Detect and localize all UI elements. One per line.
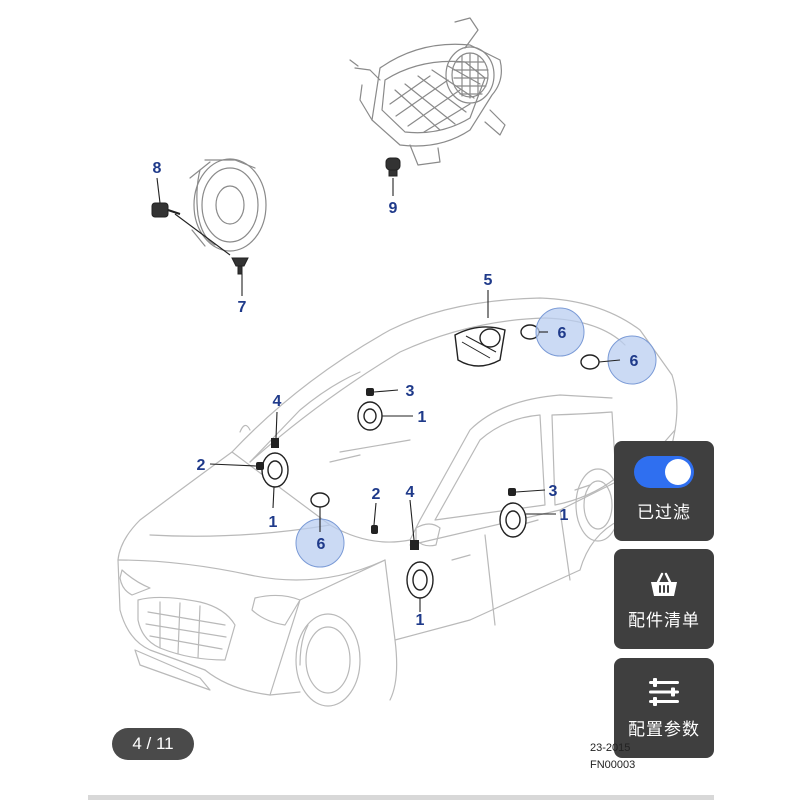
subwoofer-on-car [454, 326, 506, 367]
callout-2[interactable]: 2 [197, 457, 206, 474]
shopping-basket-icon [651, 572, 677, 596]
config-params-label: 配置参数 [628, 720, 700, 740]
toggle-knob [665, 459, 691, 485]
screw-part-3a [366, 388, 374, 396]
callout-7[interactable]: 7 [238, 299, 247, 316]
bottom-scroll-bar[interactable] [88, 795, 714, 800]
filter-label: 已过滤 [637, 503, 691, 523]
clip-part-4a [271, 438, 279, 448]
page-indicator-text: 4 / 11 [132, 734, 174, 753]
callout-9[interactable]: 9 [389, 200, 398, 217]
filter-toggle-switch[interactable] [634, 456, 694, 488]
drawing-ref-id: FN00003 [590, 759, 636, 771]
screw-part-2b [371, 525, 378, 534]
clip-part-4b [410, 540, 419, 550]
callout-1[interactable]: 1 [416, 612, 425, 629]
dash-speaker-center [357, 401, 383, 431]
callout-2[interactable]: 2 [372, 486, 381, 503]
drawing-ref-code: 23-2015 [590, 742, 631, 754]
tweeter-front [310, 492, 330, 508]
clip-part-7 [231, 257, 249, 275]
callout-6[interactable]: 6 [630, 353, 639, 370]
front-door-speaker-left [261, 452, 289, 488]
callout-3[interactable]: 3 [549, 483, 558, 500]
callout-1[interactable]: 1 [418, 409, 427, 426]
rear-door-speaker [499, 502, 527, 538]
screw-part-2a [256, 462, 264, 470]
highlight-circle[interactable] [607, 335, 657, 385]
callout-5[interactable]: 5 [484, 272, 493, 289]
sliders-icon [649, 678, 679, 706]
parts-list-button[interactable]: 配件清单 [614, 549, 714, 649]
page-indicator[interactable]: 4 / 11 [112, 728, 194, 760]
callout-4[interactable]: 4 [406, 484, 415, 501]
callout-6[interactable]: 6 [558, 325, 567, 342]
callout-6[interactable]: 6 [317, 536, 326, 553]
callout-8[interactable]: 8 [153, 160, 162, 177]
car-outline [117, 297, 678, 707]
tweeter-rear-right [580, 354, 600, 370]
leader-lines [156, 177, 621, 612]
loose-speaker [189, 158, 267, 252]
callout-3[interactable]: 3 [406, 383, 415, 400]
callout-4[interactable]: 4 [273, 393, 282, 410]
grommet-part-9 [385, 157, 401, 177]
callout-1[interactable]: 1 [269, 514, 278, 531]
callout-1[interactable]: 1 [560, 507, 569, 524]
config-params-button[interactable]: 配置参数 [614, 658, 714, 758]
filter-toggle-button[interactable]: 已过滤 [614, 441, 714, 541]
parts-list-label: 配件清单 [628, 611, 700, 631]
highlight-circle[interactable] [535, 307, 585, 357]
subwoofer-enclosure [349, 17, 506, 166]
screw-part-3b [508, 488, 516, 496]
front-door-speaker-right [406, 561, 434, 599]
